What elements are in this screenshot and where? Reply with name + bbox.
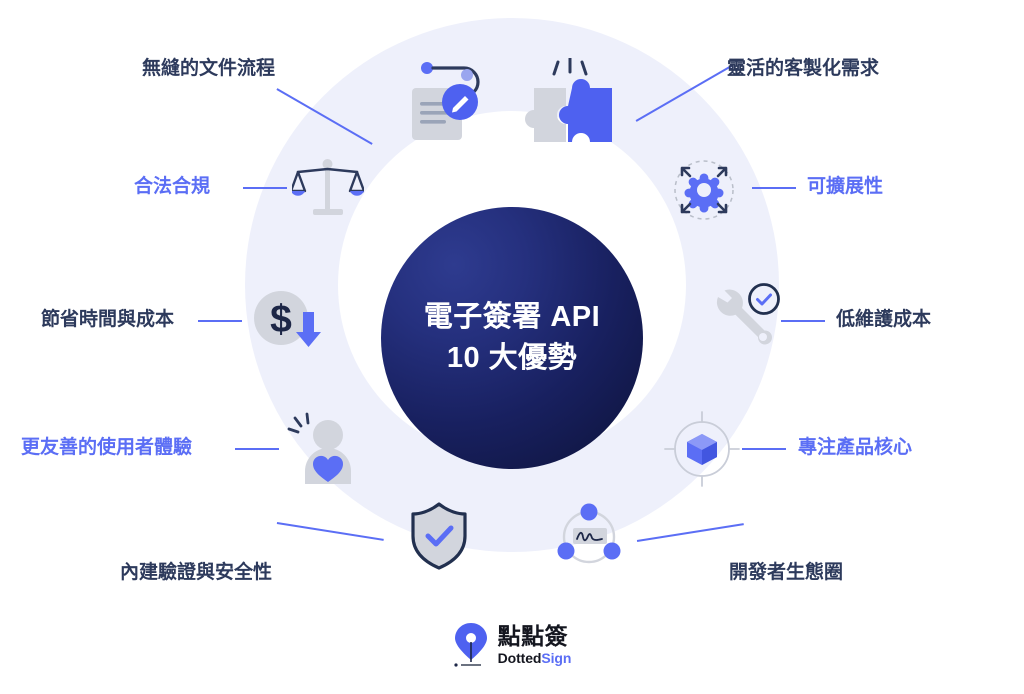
brand-name-en-primary: Dotted — [497, 650, 542, 666]
shield-check-icon — [407, 501, 471, 576]
brand-name-cn: 點點簽 — [497, 623, 569, 649]
connector-save-time-and-cost — [198, 320, 242, 322]
core-title-line2: 10 大優勢 — [446, 342, 578, 374]
feature-label-flexible-customization: 靈活的客製化需求 — [727, 58, 880, 79]
scales-of-justice-icon — [289, 155, 366, 226]
feature-label-built-in-verification-security: 內建驗證與安全性 — [120, 562, 273, 583]
brand-logo: 點點簽 DottedSign — [0, 622, 1024, 668]
signature-nodes-icon — [553, 503, 625, 576]
puzzle-pieces-icon — [520, 56, 630, 149]
brand-name-en-secondary: Sign — [541, 650, 572, 666]
feature-label-developer-ecosystem: 開發者生態圈 — [729, 562, 844, 583]
svg-text:$: $ — [270, 298, 292, 341]
document-pencil-icon — [398, 56, 490, 149]
pen-nib-icon — [454, 623, 487, 667]
connector-developer-ecosystem — [636, 523, 744, 542]
feature-label-legal-compliance: 合法合規 — [134, 176, 211, 197]
brand-name-en: DottedSign — [498, 651, 572, 665]
core-title: 電子簽署 API 10 大優勢 — [381, 297, 643, 379]
core-title-line1: 電子簽署 API — [423, 300, 601, 333]
connector-focus-on-product-core — [742, 448, 786, 450]
connector-legal-compliance — [243, 187, 287, 189]
core-circle: 電子簽署 API 10 大優勢 — [381, 207, 643, 469]
gear-expand-icon — [668, 155, 740, 230]
feature-label-save-time-and-cost: 節省時間與成本 — [41, 309, 175, 330]
feature-label-better-user-experience: 更友善的使用者體驗 — [21, 437, 193, 458]
cube-target-icon — [663, 410, 741, 493]
connector-scalability — [752, 187, 796, 189]
user-heart-icon — [285, 412, 363, 493]
feature-label-focus-on-product-core: 專注產品核心 — [798, 437, 913, 458]
feature-label-low-maintenance-cost: 低維護成本 — [836, 309, 932, 330]
connector-better-user-experience — [235, 448, 279, 450]
connector-built-in-verification-security — [276, 522, 384, 541]
connector-low-maintenance-cost — [781, 320, 825, 322]
brand-logo-text: 點點簽 DottedSign — [497, 623, 572, 666]
feature-label-scalability: 可擴展性 — [807, 176, 884, 197]
wrench-check-icon — [706, 283, 782, 360]
dollar-down-arrow-icon: $ — [251, 290, 325, 361]
feature-label-seamless-document-flow: 無縫的文件流程 — [142, 58, 276, 79]
